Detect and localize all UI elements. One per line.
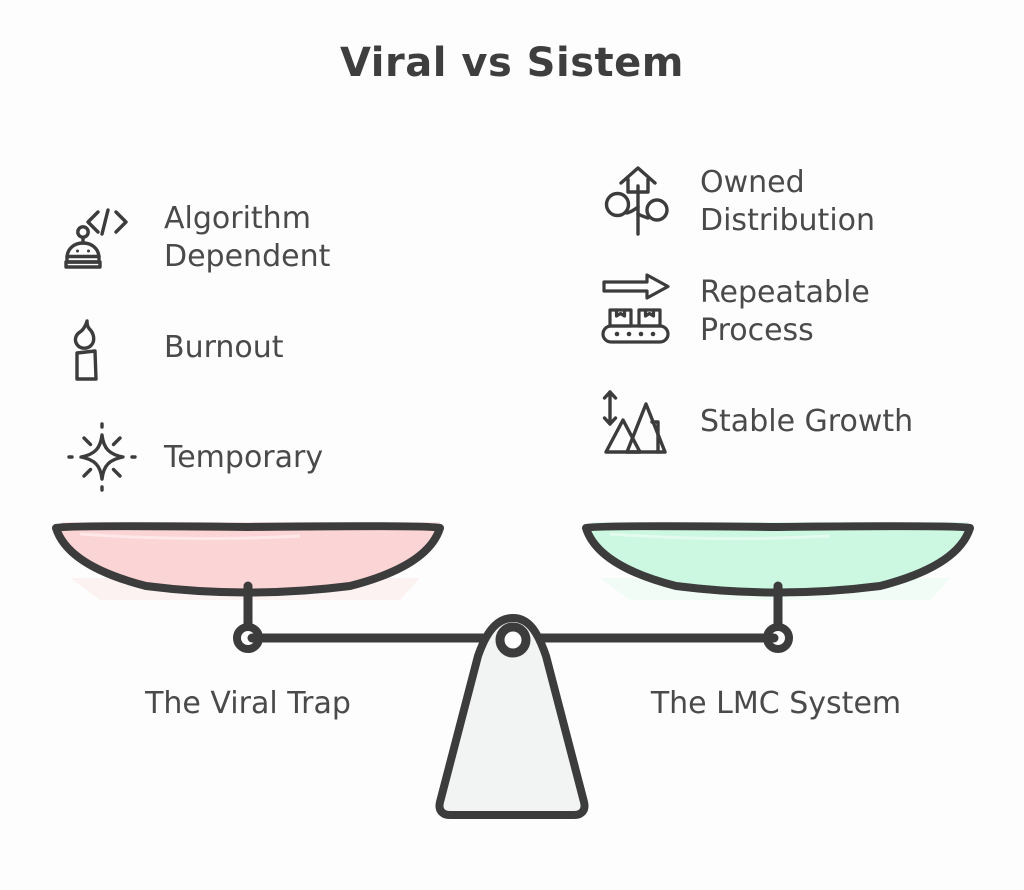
birdhouse-network-icon (598, 162, 678, 242)
feature-item-temporary: Temporary (62, 408, 462, 508)
right-feature-list: Owned Distribution (598, 152, 998, 482)
left-feature-list: Algorithm Dependent Burnout (62, 188, 462, 518)
feature-label: Burnout (164, 329, 284, 365)
conveyor-arrow-icon (598, 272, 678, 352)
right-pan (582, 522, 974, 597)
robot-code-icon (62, 198, 142, 278)
candle-flame-icon (62, 308, 142, 388)
feature-item-burnout: Burnout (62, 298, 462, 398)
feature-label: Algorithm Dependent (164, 200, 331, 274)
sparkle-icon (62, 418, 142, 498)
feature-item-algorithm-dependent: Algorithm Dependent (62, 188, 462, 288)
feature-label: Owned Distribution (700, 164, 876, 238)
feature-label: Stable Growth (700, 403, 914, 439)
left-pan-caption: The Viral Trap (145, 686, 351, 721)
mountain-arrow-icon (598, 382, 678, 462)
feature-item-owned-distribution: Owned Distribution (598, 152, 998, 252)
right-pan-caption: The LMC System (650, 686, 902, 721)
feature-item-repeatable-process: Repeatable Process (598, 262, 998, 362)
feature-item-stable-growth: Stable Growth (598, 372, 998, 472)
left-pan (52, 522, 444, 597)
feature-label: Temporary (164, 439, 324, 475)
scale-fulcrum (435, 614, 589, 819)
feature-label: Repeatable Process (700, 274, 870, 348)
page-title: Viral vs Sistem (340, 40, 684, 86)
